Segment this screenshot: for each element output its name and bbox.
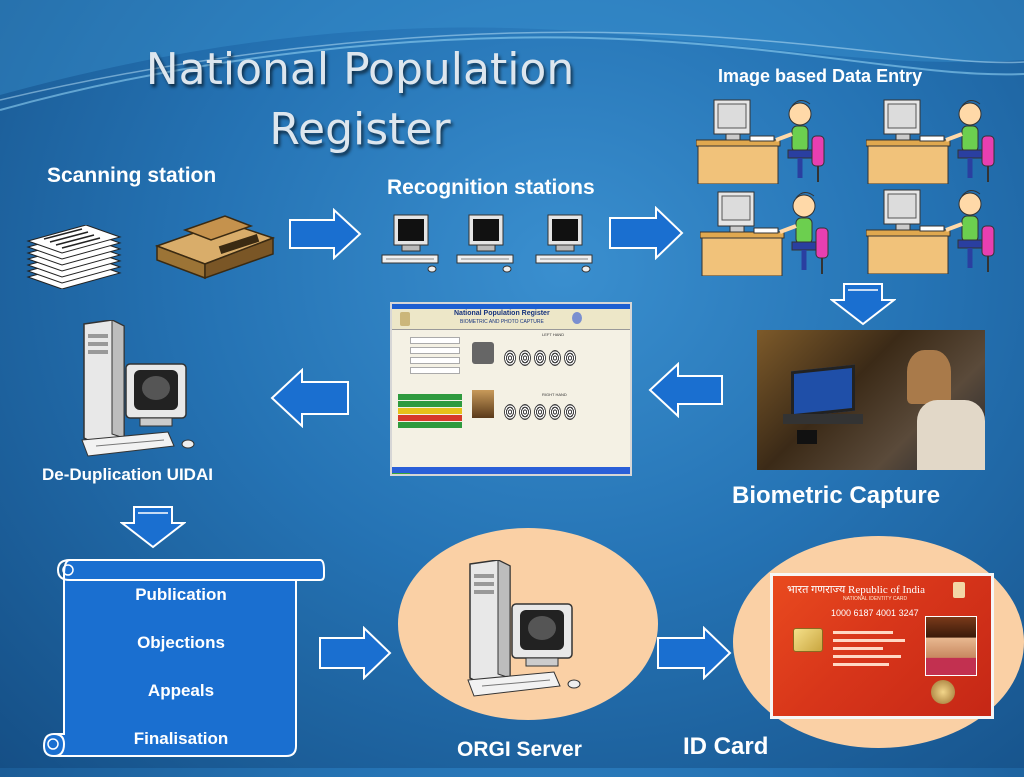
paper-stack-icon xyxy=(26,225,122,289)
arrow-left-icon xyxy=(648,362,723,418)
chip-icon xyxy=(793,628,823,652)
id-card-number: 1000 6187 4001 3247 xyxy=(831,608,919,618)
emblem-icon xyxy=(953,582,965,598)
seated-person xyxy=(917,400,985,470)
taskbar xyxy=(392,467,630,474)
laptop xyxy=(791,364,855,418)
title-line-1: National Population xyxy=(145,44,575,95)
title-line-2: Register xyxy=(269,104,451,155)
arrow-down-icon xyxy=(830,283,896,326)
screen-header-subtitle: BIOMETRIC AND PHOTO CAPTURE xyxy=(460,319,544,325)
arrow-right-icon xyxy=(289,208,362,260)
computer-icon xyxy=(381,214,439,273)
scanner-icon xyxy=(155,215,275,280)
background-swoosh xyxy=(0,0,1024,111)
arrow-right-icon xyxy=(657,626,732,680)
hologram-icon xyxy=(931,680,955,704)
scroll-item-objections: Objections xyxy=(137,633,225,652)
scroll-item-publication: Publication xyxy=(135,585,227,604)
id-card-country: भारत गणराज्य Republic of India xyxy=(787,584,925,596)
data-entry-operator-icon xyxy=(866,99,995,184)
emblem-icon xyxy=(400,312,410,326)
id-card-image: भारत गणराज्य Republic of India NATIONAL … xyxy=(770,573,994,719)
left-hand-label: LEFT HAND xyxy=(542,332,565,337)
scanner-device xyxy=(797,430,817,444)
label-recognition-stations: Recognition stations xyxy=(387,176,595,199)
data-entry-operator-icon xyxy=(696,99,825,184)
scroll-item-appeals: Appeals xyxy=(147,681,215,700)
label-id-card: ID Card xyxy=(683,733,769,760)
arrow-right-icon xyxy=(319,626,392,680)
biometric-software-screenshot: National Population Register BIOMETRIC A… xyxy=(390,302,632,476)
page-title: National Population Register xyxy=(60,40,660,160)
arrow-left-icon xyxy=(270,368,349,428)
data-entry-operator-icon xyxy=(866,189,995,274)
label-scanning-station: Scanning station xyxy=(47,164,217,187)
biometric-capture-photo xyxy=(757,330,985,470)
arrow-down-icon xyxy=(120,506,186,549)
person-photo xyxy=(472,390,494,418)
right-hand-label: RIGHT HAND xyxy=(542,392,567,397)
scroll-item-finalisation: Finalisation xyxy=(133,729,229,748)
card-text-lines xyxy=(833,626,913,671)
label-orgi-server: ORGI Server xyxy=(457,738,582,761)
status-table xyxy=(398,394,462,432)
label-biometric-capture: Biometric Capture xyxy=(732,482,941,509)
scroll-items: Publication Objections Appeals Finalisat… xyxy=(62,585,300,777)
computer-icon xyxy=(456,214,514,273)
label-de-duplication: De-Duplication UIDAI xyxy=(42,465,213,484)
camera-icon xyxy=(472,342,494,364)
data-entry-operator-icon xyxy=(700,191,829,276)
server-computer-icon xyxy=(81,320,195,457)
label-image-based-data-entry: Image based Data Entry xyxy=(718,66,923,86)
scroll-shape xyxy=(42,559,325,757)
fingerprint-row-left xyxy=(504,350,576,371)
form-panel xyxy=(396,334,462,394)
laptop-base xyxy=(783,414,863,424)
operator-person xyxy=(907,350,951,404)
fingerprint-row-right xyxy=(504,404,576,425)
logo-icon xyxy=(572,312,582,324)
server-computer-icon xyxy=(467,560,581,697)
computer-icon xyxy=(535,214,593,273)
id-card-type: NATIONAL IDENTITY CARD xyxy=(843,596,908,602)
card-holder-photo xyxy=(925,616,977,676)
arrow-right-icon xyxy=(609,206,684,260)
screen-header-title: National Population Register xyxy=(454,310,550,317)
